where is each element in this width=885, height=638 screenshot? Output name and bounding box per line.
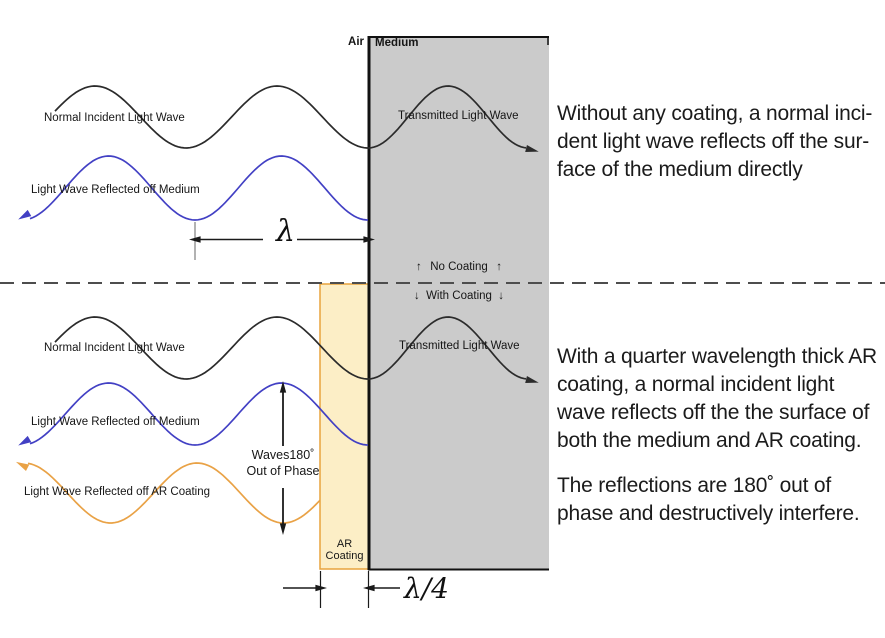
no-coating-text: No Coating (430, 261, 488, 273)
reflected-wave-label-top: Light Wave Reflected off Medium (31, 184, 200, 196)
transmitted-wave-bottom (367, 316, 527, 380)
with-coating-text: With Coating (426, 290, 492, 302)
text-line: With a quarter wavelength thick AR (557, 345, 878, 368)
air-label: Air (348, 36, 364, 48)
text-line: Without any coating, a normal inci- (557, 102, 873, 125)
reflected-wave-top (29, 155, 369, 221)
phase-note-line2: Out of Phase (246, 464, 320, 478)
no-coating-description: Without any coating, a normal inci- dent… (557, 100, 872, 184)
reflected-medium-wave-bottom-arrowhead (18, 435, 32, 446)
reflected-medium-wave-label-bottom: Light Wave Reflected off Medium (31, 416, 200, 428)
transmitted-wave-label-top: Transmitted Light Wave (398, 110, 519, 122)
ar-coating-slab (319, 283, 370, 570)
ar-coating-label-line1: AR (336, 538, 353, 550)
phase-arrowhead-down (279, 523, 287, 535)
transmitted-wave-top-arrowhead (525, 145, 539, 153)
medium-slab (369, 37, 549, 569)
no-coating-label: ↑ No Coating ↑ (416, 261, 502, 274)
transmitted-wave-bottom-arrowhead (525, 376, 539, 384)
wavelength-arrowhead-right (363, 236, 375, 243)
reflected-medium-wave-bottom (29, 382, 369, 446)
wavelength-arrowhead-left (189, 236, 201, 243)
down-arrow-icon: ↓ (414, 290, 420, 302)
quarter-wavelength-symbol: λ/4 (404, 572, 449, 605)
reflected-coating-wave (27, 462, 321, 524)
up-arrow-icon: ↑ (416, 261, 422, 273)
ar-coating-label: AR Coating (320, 538, 369, 562)
reflected-coating-wave-arrowhead (15, 461, 30, 472)
text-line: wave reflects off the the surface of (557, 401, 870, 424)
incident-wave-top (54, 85, 368, 149)
transmitted-wave-top (367, 85, 527, 149)
paragraph-gap (557, 455, 877, 472)
transmitted-wave-label-bottom: Transmitted Light Wave (399, 340, 520, 352)
phase-note-line1: Waves180˚ (251, 448, 315, 462)
text-line: both the medium and AR coating. (557, 429, 862, 452)
incident-wave-bottom (54, 316, 368, 380)
phase-arrowhead-up (279, 381, 287, 393)
up-arrow-icon: ↑ (496, 261, 502, 273)
ar-coating-label-line2: Coating (325, 550, 364, 562)
reflected-wave-top-arrowhead (18, 209, 32, 220)
out-of-phase-note: Waves180˚ Out of Phase (243, 447, 323, 479)
medium-label: Medium (375, 37, 419, 49)
incident-wave-label-top: Normal Incident Light Wave (44, 112, 185, 124)
text-line: The reflections are 180˚ out of (557, 474, 831, 497)
down-arrow-icon: ↓ (498, 290, 504, 302)
reflected-coating-wave-label: Light Wave Reflected off AR Coating (24, 486, 211, 498)
incident-wave-label-bottom: Normal Incident Light Wave (44, 342, 185, 354)
text-line: coating, a normal incident light (557, 373, 835, 396)
thickness-arrowhead-right (363, 584, 375, 592)
wavelength-symbol: λ (276, 214, 296, 249)
with-coating-description: With a quarter wavelength thick AR coati… (557, 343, 877, 528)
text-line: face of the medium directly (557, 158, 803, 181)
text-line: dent light wave reflects off the sur- (557, 130, 870, 153)
text-line: phase and destructively interfere. (557, 502, 860, 525)
with-coating-label: ↓ With Coating ↓ (414, 290, 504, 303)
thickness-arrowhead-left (315, 584, 327, 592)
